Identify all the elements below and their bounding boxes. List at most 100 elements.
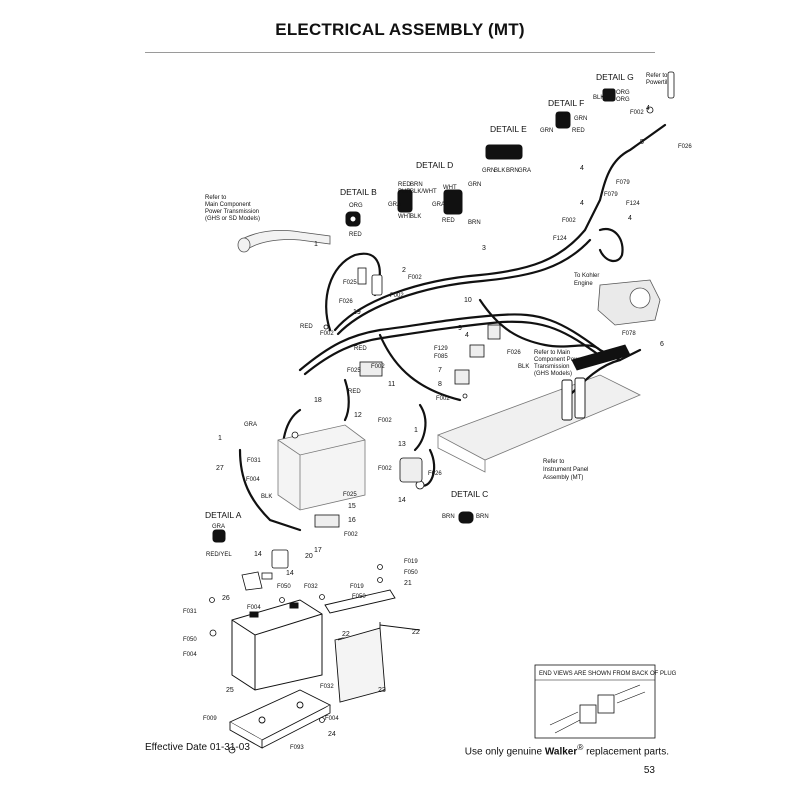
wire-label-gra1: GRA — [244, 422, 257, 428]
callout-f025a: F025 — [343, 280, 357, 286]
callout-f124a: F124 — [626, 201, 640, 207]
page-title: ELECTRICAL ASSEMBLY (MT) — [275, 20, 525, 39]
callout-f002b: F002 — [390, 293, 404, 299]
wire-label-red2: RED — [354, 346, 367, 352]
callout-14c: 14 — [286, 570, 294, 577]
detail-d-c12: BRN — [468, 220, 481, 226]
detail-d-title: DETAIL D — [416, 160, 453, 170]
callout-19: 19 — [353, 309, 361, 316]
callout-f004b: F004 — [247, 605, 261, 611]
battery-upper — [277, 424, 366, 511]
callout-f002d: F002 — [436, 396, 450, 402]
callout-f031b: F031 — [183, 609, 197, 615]
detail-e-c3: BRN — [506, 168, 519, 174]
callout-f002c: F002 — [371, 364, 385, 370]
harness-bundle — [561, 344, 631, 421]
callout-20: 20 — [305, 553, 313, 560]
callout-6: 6 — [660, 341, 664, 348]
callout-2: 2 — [402, 267, 406, 274]
callout-f004d: F004 — [325, 716, 339, 722]
note-main-component-1: Refer to — [205, 195, 227, 201]
detail-c-title: DETAIL C — [451, 489, 488, 499]
callout-4a: 4 — [646, 105, 650, 112]
detail-d-c6: WHT — [398, 214, 412, 220]
callout-5: 5 — [640, 139, 644, 146]
callout-22a: 22 — [342, 631, 350, 638]
footer-reg: ® — [577, 742, 584, 752]
detail-g-ref1: Refer to — [646, 73, 668, 79]
footer-notice: Use only genuine Walker® replacement par… — [465, 742, 669, 757]
detail-e-title: DETAIL E — [490, 124, 527, 134]
detail-g-ref2: Powertil — [646, 80, 667, 86]
callout-10: 10 — [464, 297, 472, 304]
detail-d-c9: GRN — [468, 182, 481, 188]
callout-f079b: F079 — [604, 192, 618, 198]
callout-f026b: F026 — [507, 350, 521, 356]
callout-f050d: F050 — [183, 637, 197, 643]
callout-17: 17 — [314, 547, 322, 554]
callout-1b: 1 — [218, 435, 222, 442]
callout-f050a: F050 — [404, 570, 418, 576]
detail-f-c2: GRN — [574, 116, 587, 122]
callout-12: 12 — [354, 412, 362, 419]
detail-c-c2: BRN — [476, 514, 489, 520]
callout-25: 25 — [226, 687, 234, 694]
callout-1c: 1 — [414, 427, 418, 434]
callout-f032a: F032 — [304, 584, 318, 590]
detail-b-title: DETAIL B — [340, 187, 377, 197]
callout-f093: F093 — [290, 745, 304, 751]
callout-1a: 1 — [314, 241, 318, 248]
callout-f079a: F079 — [616, 180, 630, 186]
wire-label-blk2: BLK — [261, 494, 272, 500]
detail-f-c4: RED — [572, 128, 585, 134]
page-number: 53 — [643, 765, 655, 776]
detail-d-c7: BLK — [410, 214, 421, 220]
detail-g-c3: ORG — [616, 97, 630, 103]
detail-g-c2: ORG — [616, 90, 630, 96]
callout-f002a: F002 — [408, 275, 422, 281]
detail-g-title: DETAIL G — [596, 72, 634, 82]
note-main-gh-4: (GHS Models) — [534, 371, 572, 377]
callout-f050c: F050 — [352, 594, 366, 600]
callout-4c: 4 — [580, 200, 584, 207]
callout-f002e: F002 — [378, 418, 392, 424]
note-kohler-1: To Kohler — [574, 273, 599, 279]
detail-d-c10: GRA — [432, 202, 445, 208]
detail-d-c5: GRA — [388, 202, 401, 208]
detail-d-c3: PUR — [398, 189, 411, 195]
callout-14b: 14 — [254, 551, 262, 558]
note-end-views: END VIEWS ARE SHOWN FROM BACK OF PLUG — [539, 671, 677, 677]
effective-date: Effective Date 01-31-03 — [145, 742, 250, 753]
detail-d-c8: WHT — [443, 185, 457, 191]
callout-16: 16 — [348, 517, 356, 524]
callout-f009: F009 — [203, 716, 217, 722]
footer-post: replacement parts. — [583, 746, 669, 758]
callout-27: 27 — [216, 465, 224, 472]
detail-e-c1: GRN — [482, 168, 495, 174]
note-instrument-1: Refer to — [543, 459, 565, 465]
detail-e-c4: GRA — [518, 168, 531, 174]
detail-a-c1: GRA — [212, 524, 225, 530]
note-main-gh-2: Component Power — [534, 357, 584, 363]
callout-f004a: F004 — [246, 477, 260, 483]
kohler-engine — [597, 279, 661, 326]
callout-11: 11 — [388, 381, 395, 388]
note-instrument-2: Instrument Panel — [543, 467, 588, 473]
callout-22b: 22 — [412, 629, 420, 636]
detail-d-c1: RED — [398, 182, 411, 188]
callout-f026c: F026 — [428, 471, 442, 477]
mount-plates — [324, 589, 421, 703]
wire-label-red1: RED — [300, 324, 313, 330]
detail-a-c2: RED/YEL — [206, 552, 232, 558]
note-main-component-3: Power Transmission — [205, 209, 259, 215]
detail-b-c2: RED — [349, 232, 362, 238]
note-main-component-2: Main Component — [205, 202, 251, 208]
callout-8: 8 — [438, 381, 442, 388]
callout-14a: 14 — [398, 497, 406, 504]
callout-f124b: F124 — [553, 236, 567, 242]
detail-d-c11: RED — [442, 218, 455, 224]
handle-bar — [237, 230, 331, 253]
callout-24: 24 — [328, 731, 336, 738]
callouts: 1 1 1 2 3 4 4 4 4 4 5 6 7 8 9 10 11 12 1… — [183, 105, 692, 751]
mower-deck-outline — [437, 374, 641, 473]
